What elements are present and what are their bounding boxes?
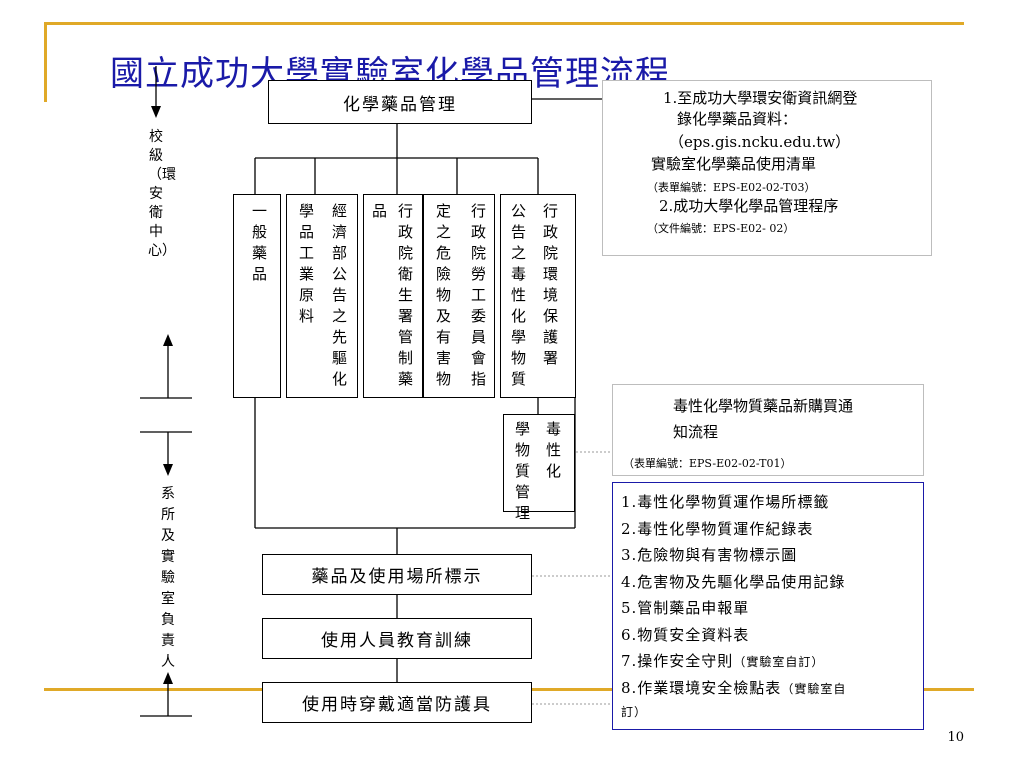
toxic-mgmt-col2: 學物質管理 bbox=[515, 420, 531, 522]
list-item: 1.毒性化學物質運作場所標籤 bbox=[621, 493, 830, 511]
note1-line3: （eps.gis.ncku.edu.tw） bbox=[669, 133, 851, 151]
category-precursor-chemicals-col2: 學品工業原料 bbox=[299, 202, 315, 325]
toxic-chemical-management-box: 毒性化 學物質管理 bbox=[503, 414, 575, 522]
category-precursor-chemicals: 經濟部公告之先驅化 學品工業原料 bbox=[286, 194, 358, 398]
note2-line1: 毒性化學物質藥品新購買通 bbox=[673, 397, 854, 415]
deco-top-line bbox=[44, 22, 964, 25]
ppe-box: 使用時穿戴適當防護具 bbox=[262, 682, 532, 723]
training-box: 使用人員教育訓練 bbox=[262, 618, 532, 659]
category-controlled-drugs: 行政院衛生署管制藥 品 bbox=[363, 194, 423, 398]
category-controlled-drugs-col2: 品 bbox=[372, 202, 388, 220]
category-controlled-drugs-col1: 行政院衛生署管制藥 bbox=[398, 202, 414, 388]
toxic-mgmt-col1: 毒性化 bbox=[546, 420, 562, 480]
category-toxic-chemicals-col1: 行政院環境保護署 bbox=[543, 202, 559, 367]
note1-line6: 2.成功大學化學品管理程序 bbox=[659, 197, 839, 215]
list-item: 7.操作安全守則（實驗室自訂） bbox=[621, 652, 825, 670]
department-level-label: 系所及實驗室負責人 bbox=[161, 486, 175, 670]
category-toxic-chemicals: 行政院環境保護署 公告之毒性化學物質 bbox=[500, 194, 576, 398]
note-chemical-registration: 1.至成功大學環安衛資訊網登 錄化學藥品資料： （eps.gis.ncku.ed… bbox=[602, 80, 932, 256]
note1-line1: 1.至成功大學環安衛資訊網登 bbox=[663, 89, 858, 107]
note-toxic-purchase: 毒性化學物質藥品新購買通 知流程 （表單編號：EPS-E02-02-T01） bbox=[612, 384, 924, 476]
list-item: 訂） bbox=[621, 705, 648, 719]
list-item: 2.毒性化學物質運作紀錄表 bbox=[621, 520, 814, 538]
category-general-chemicals: 一般藥品 bbox=[233, 194, 281, 398]
note1-line5: （表單編號：EPS-E02-02-T03） bbox=[647, 181, 816, 194]
forms-list-box: 1.毒性化學物質運作場所標籤 2.毒性化學物質運作紀錄表 3.危險物與有害物標示… bbox=[612, 482, 924, 730]
campus-level-label: 校級（環安衛中心） bbox=[148, 129, 176, 259]
list-item: 8.作業環境安全檢點表（實驗室自 bbox=[621, 679, 847, 697]
page-number: 10 bbox=[947, 730, 964, 745]
labeling-box: 藥品及使用場所標示 bbox=[262, 554, 532, 595]
category-toxic-chemicals-col2: 公告之毒性化學物質 bbox=[511, 202, 527, 388]
note2-line3: （表單編號：EPS-E02-02-T01） bbox=[623, 457, 792, 470]
category-general-chemicals-text: 一般藥品 bbox=[252, 202, 268, 283]
chemical-management-box: 化學藥品管理 bbox=[268, 80, 532, 124]
category-precursor-chemicals-col1: 經濟部公告之先驅化 bbox=[332, 202, 348, 388]
list-item: 4.危害物及先驅化學品使用記錄 bbox=[621, 573, 846, 591]
list-item: 3.危險物與有害物標示圖 bbox=[621, 546, 798, 564]
category-hazardous-materials-col1: 行政院勞工委員會指 bbox=[471, 202, 487, 388]
note1-line7: （文件編號：EPS-E02- 02） bbox=[647, 222, 795, 235]
category-hazardous-materials-col2: 定之危險物及有害物 bbox=[436, 202, 452, 388]
note1-line2: 錄化學藥品資料： bbox=[677, 110, 798, 128]
category-hazardous-materials: 行政院勞工委員會指 定之危險物及有害物 bbox=[423, 194, 495, 398]
note2-line2: 知流程 bbox=[673, 423, 719, 441]
note1-line4: 實驗室化學藥品使用清單 bbox=[651, 155, 817, 173]
list-item: 5.管制藥品申報單 bbox=[621, 599, 750, 617]
list-item: 6.物質安全資料表 bbox=[621, 626, 750, 644]
deco-left-line bbox=[44, 22, 47, 102]
